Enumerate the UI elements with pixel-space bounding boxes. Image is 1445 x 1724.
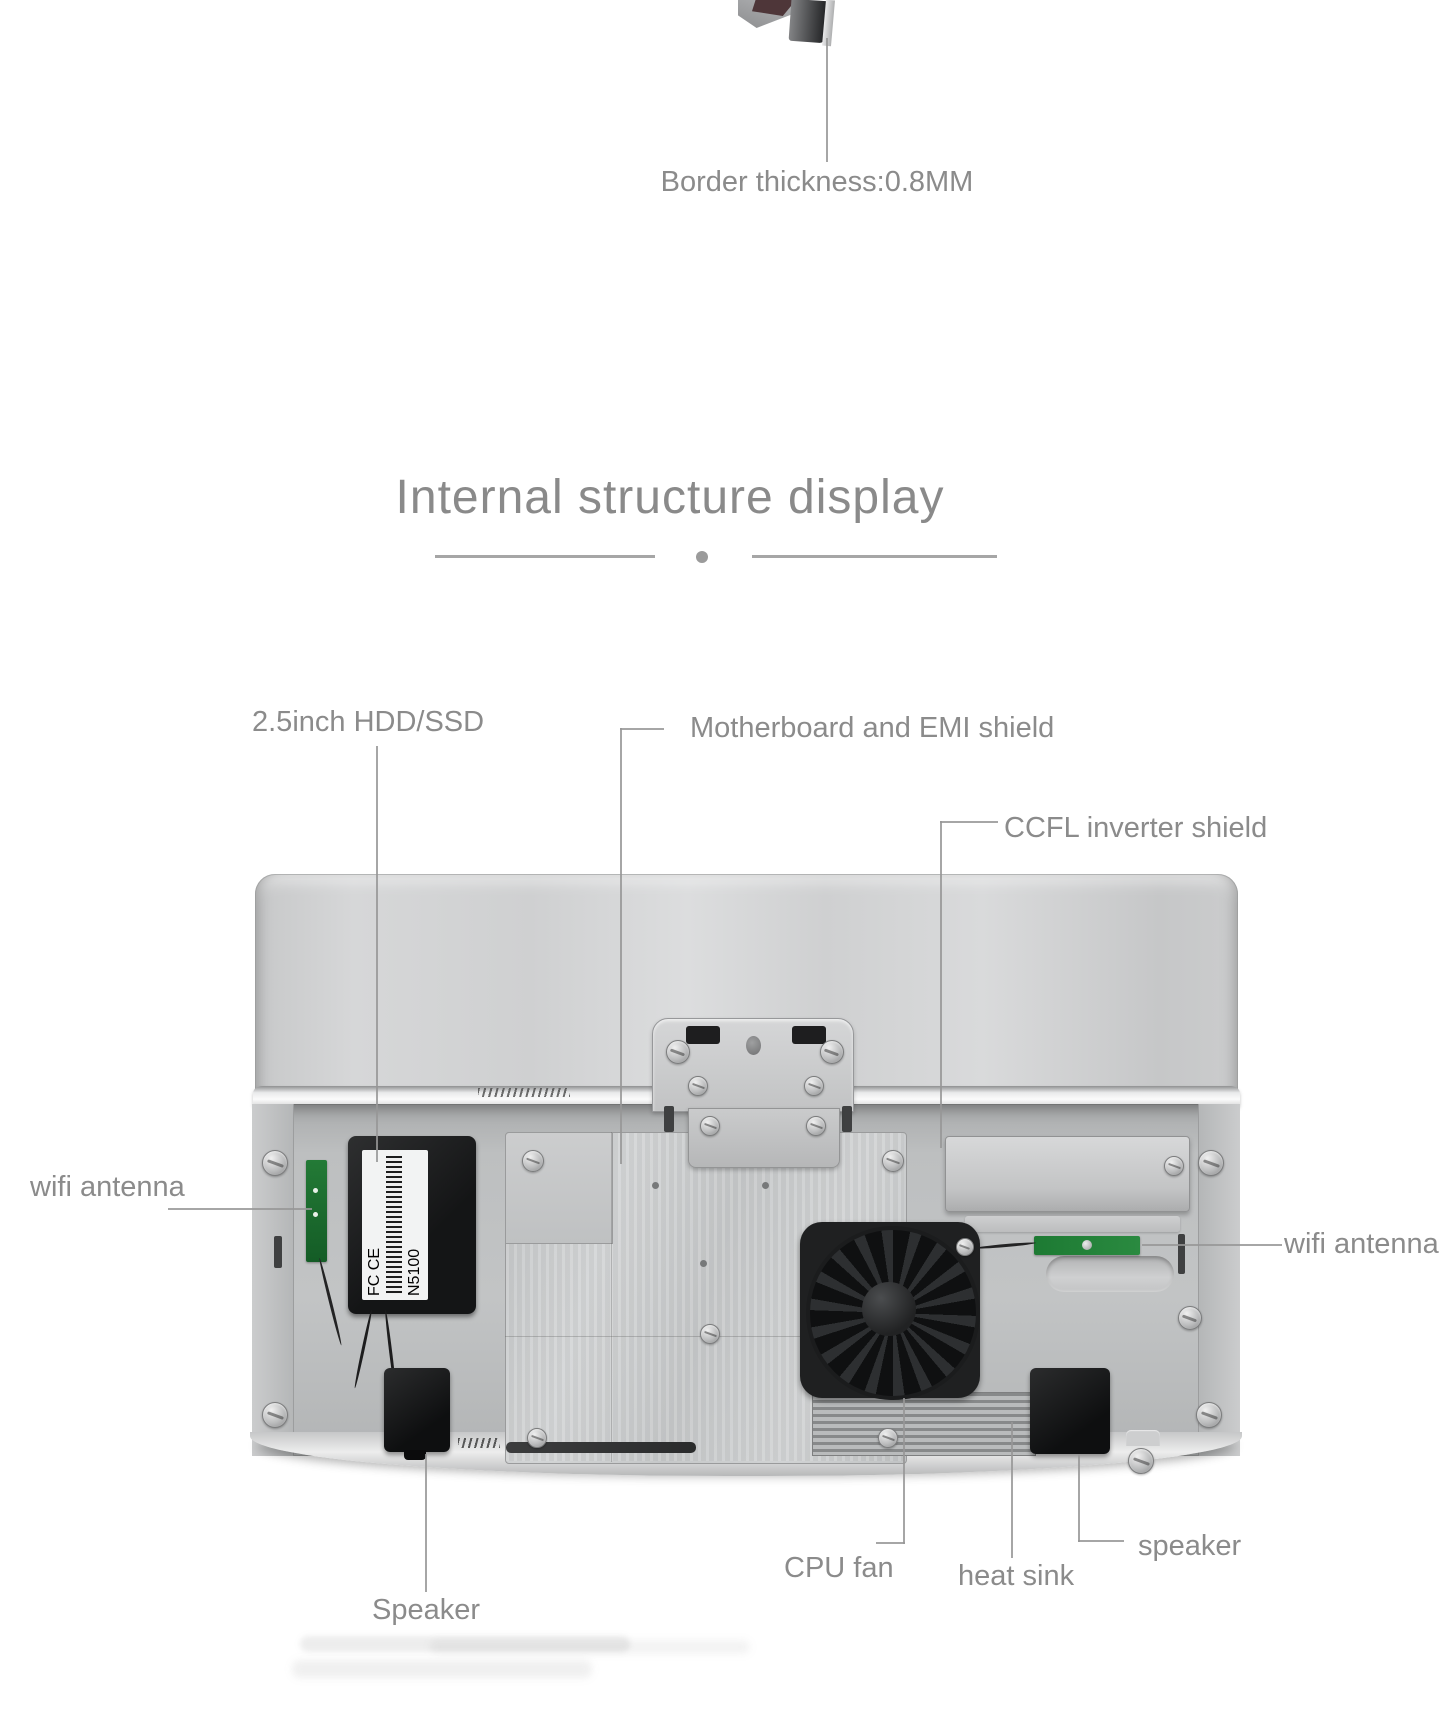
- hdd-label-barcode: [386, 1156, 402, 1294]
- bezel-corner-dark-patch: [752, 0, 796, 16]
- screw: [1196, 1402, 1222, 1428]
- wifi-left-label-text: wifi antenna: [30, 1171, 185, 1203]
- speaker-bottom-label-text: Speaker: [372, 1594, 481, 1626]
- speaker-left-box: [384, 1368, 450, 1452]
- motherboard-label-text: Motherboard and EMI shield: [690, 712, 1055, 744]
- wifi-right-label-text: wifi antenna: [1284, 1228, 1439, 1260]
- screw: [956, 1238, 974, 1256]
- motherboard-leader-v: [620, 728, 622, 1164]
- screw: [262, 1402, 288, 1428]
- ccfl-label-text: CCFL inverter shield: [1004, 812, 1268, 844]
- screw: [666, 1040, 690, 1064]
- floor-smudge: [300, 1636, 630, 1652]
- hdd-label-marks: FC CE: [366, 1248, 383, 1296]
- screw: [522, 1150, 544, 1172]
- floor-smudge: [292, 1660, 592, 1678]
- speaker-right-leader-v: [1078, 1454, 1080, 1542]
- speaker-right-box: [1030, 1368, 1110, 1454]
- screw: [1128, 1448, 1154, 1474]
- ccfl-leader-h: [940, 821, 998, 823]
- floor-smudge: [430, 1640, 750, 1654]
- screw: [1198, 1150, 1224, 1176]
- hdd-leader-v: [376, 746, 378, 1162]
- divider-line-left: [435, 555, 655, 558]
- cpu-fan-leader-v: [903, 1398, 905, 1544]
- vesa-slot: [792, 1026, 826, 1044]
- wifi-right-leader-h: [1142, 1244, 1282, 1246]
- screw: [688, 1076, 708, 1096]
- screw: [820, 1040, 844, 1064]
- screw: [878, 1428, 898, 1448]
- cpu-fan-hub: [862, 1282, 916, 1336]
- heat-sink-fins: [812, 1392, 1036, 1456]
- rim-vents: [478, 1088, 570, 1097]
- emi-shield-hole: [762, 1182, 769, 1189]
- screw: [882, 1150, 904, 1172]
- divider-dot: [696, 551, 708, 563]
- wifi-antenna-left-pcb: [306, 1160, 327, 1262]
- screw: [804, 1076, 824, 1096]
- cpu-fan-label-text: CPU fan: [784, 1552, 894, 1584]
- cpu-fan-leader-h: [876, 1542, 905, 1544]
- divider-line-right: [752, 555, 997, 558]
- vesa-slot: [686, 1026, 720, 1044]
- wifi-antenna-right-connector: [1082, 1240, 1092, 1250]
- speaker-left-nub: [404, 1450, 426, 1460]
- screw: [700, 1324, 720, 1344]
- hdd-label-text: 2.5inch HDD/SSD: [252, 706, 485, 738]
- emi-shield-left-plate: [505, 1132, 613, 1244]
- screw: [806, 1116, 826, 1136]
- tray-slot: [274, 1236, 282, 1268]
- right-groove: [1046, 1256, 1174, 1292]
- screw: [262, 1150, 288, 1176]
- vesa-side-notch: [664, 1106, 674, 1132]
- emi-shield-seam-v: [611, 1132, 612, 1462]
- hdd-label-model: N5100: [406, 1248, 423, 1296]
- right-slot: [1178, 1234, 1185, 1274]
- emi-shield-hole: [700, 1260, 707, 1267]
- base-bump: [1126, 1430, 1160, 1446]
- screw: [700, 1116, 720, 1136]
- section-title: Internal structure display: [395, 471, 945, 524]
- bottom-vents: [458, 1438, 500, 1448]
- border-leader-line: [826, 38, 828, 162]
- heat-sink-leader-v: [1011, 1422, 1013, 1558]
- bezel-corner-slab: [788, 0, 828, 44]
- wifi-antenna-left-solder-dot: [313, 1188, 318, 1193]
- emi-shield-hole: [652, 1182, 659, 1189]
- bezel-corner-photo: [700, 0, 860, 48]
- wifi-left-leader-h: [168, 1208, 312, 1210]
- screw: [527, 1428, 547, 1448]
- bottom-dark-slot: [506, 1442, 696, 1453]
- wifi-antenna-left-solder-dot: [313, 1212, 318, 1217]
- border-thickness-label: Border thickness:0.8MM: [660, 166, 974, 198]
- ccfl-inverter-shield: [945, 1136, 1190, 1212]
- vesa-side-notch: [842, 1106, 852, 1132]
- speaker-right-leader-h: [1078, 1540, 1124, 1542]
- motherboard-leader-h: [620, 728, 664, 730]
- vesa-center-hole: [746, 1036, 761, 1055]
- speaker-bottom-leader-v: [425, 1454, 427, 1592]
- screw: [1178, 1306, 1202, 1330]
- ccfl-lower-bar: [965, 1216, 1180, 1232]
- heat-sink-label-text: heat sink: [958, 1560, 1075, 1592]
- screw: [1164, 1156, 1184, 1176]
- speaker-right-label-text: speaker: [1138, 1530, 1242, 1562]
- ccfl-leader-v: [940, 821, 942, 1148]
- cpu-fan-blades: [806, 1226, 980, 1400]
